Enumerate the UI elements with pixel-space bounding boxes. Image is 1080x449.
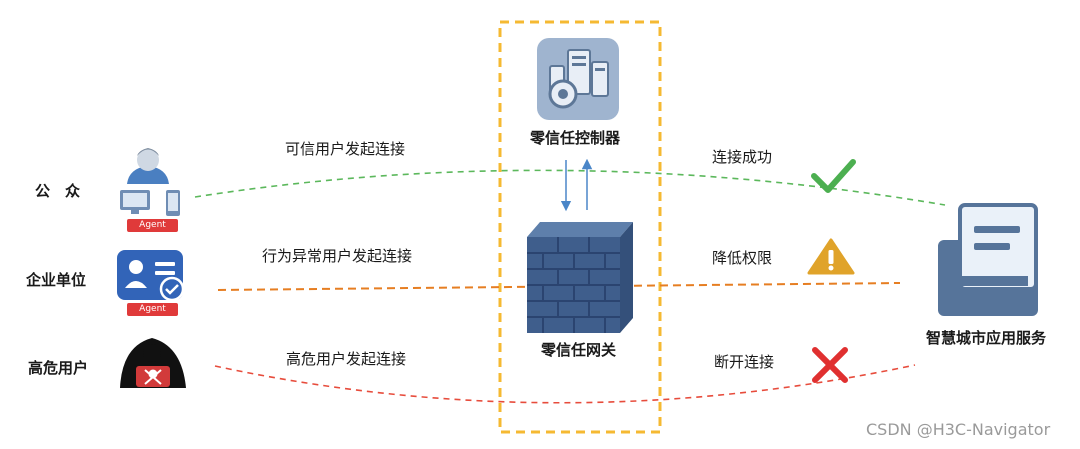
abnormal-connection-label: 行为异常用户发起连接 bbox=[262, 247, 413, 265]
gateway-label: 零信任网关 bbox=[541, 341, 617, 359]
enterprise-user-label: 企业单位 bbox=[26, 271, 87, 289]
enterprise-agent-badge: Agent bbox=[127, 303, 178, 316]
warning-icon bbox=[807, 238, 855, 275]
disconnect-result-label: 断开连接 bbox=[714, 353, 775, 371]
application-service-icon bbox=[938, 203, 1038, 316]
high-risk-connection-label: 高危用户发起连接 bbox=[286, 350, 407, 368]
trusted-connection-label: 可信用户发起连接 bbox=[285, 140, 406, 158]
success-result-label: 连接成功 bbox=[712, 148, 773, 166]
check-icon bbox=[811, 159, 856, 193]
high-risk-user-label: 高危用户 bbox=[28, 359, 89, 377]
server-icon bbox=[537, 38, 619, 120]
public-agent-badge: Agent bbox=[127, 219, 178, 232]
trusted-connection-line bbox=[194, 169, 946, 206]
zero-trust-zone-frame bbox=[498, 20, 662, 434]
public-user-icon bbox=[120, 148, 180, 216]
close-icon bbox=[812, 347, 848, 383]
firewall-icon bbox=[527, 222, 633, 333]
high-risk-connection-line bbox=[214, 364, 916, 404]
hacker-icon bbox=[120, 338, 186, 388]
id-card-icon bbox=[117, 250, 185, 302]
reduced-permission-label: 降低权限 bbox=[712, 249, 773, 267]
controller-label: 零信任控制器 bbox=[530, 129, 621, 147]
public-user-label: 公 众 bbox=[35, 182, 81, 200]
watermark: CSDN @H3C-Navigator bbox=[866, 420, 1051, 439]
smart-city-service-label: 智慧城市应用服务 bbox=[926, 329, 1047, 347]
